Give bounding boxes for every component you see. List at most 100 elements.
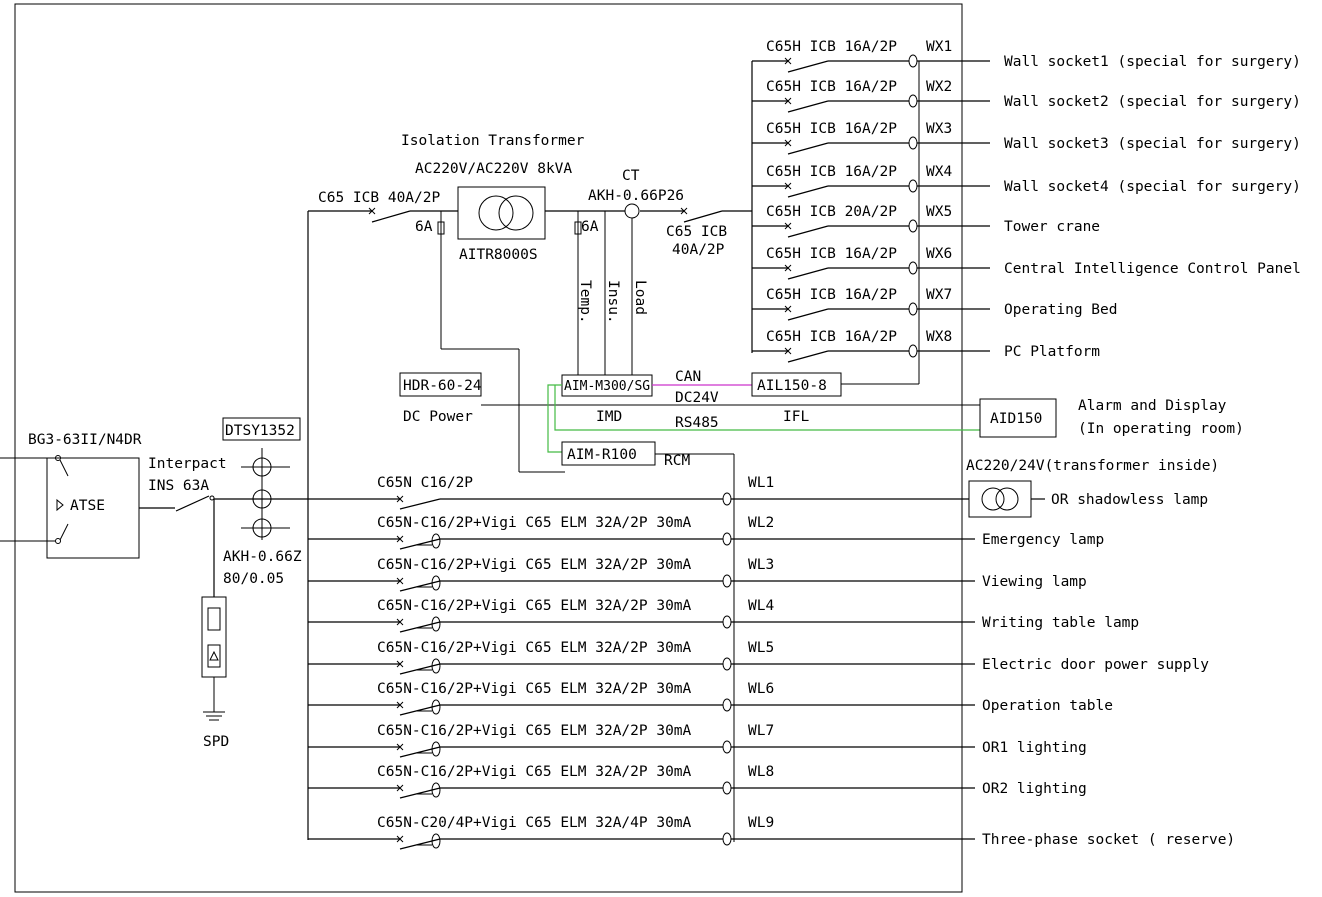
wl-id-label: WL9 [748,815,774,831]
wl-ct-icon [722,832,732,846]
rcd-icon [431,575,441,591]
wl-id-label: WL7 [748,723,774,739]
wl-breaker-label: C65N-C16/2P+Vigi C65 ELM 32A/2P 30mA [377,557,692,573]
wx-load-label: Wall socket3 (special for surgery) [1004,136,1301,152]
wx-ct-icon [908,94,918,108]
aim-m300-label: AIM-M300/SG [564,379,650,394]
rcm-label: RCM [664,453,690,469]
rcd-icon [431,533,441,549]
wl-load-label: Writing table lamp [982,615,1139,631]
wl-ct-icon [722,574,732,588]
rcd-icon [431,616,441,632]
akh-z-ratio-label: 80/0.05 [223,571,284,587]
alarm-label-1: Alarm and Display [1078,398,1227,414]
panel-frame [14,3,963,893]
spd-label: SPD [203,734,229,750]
wl-load-label: Emergency lamp [982,532,1104,548]
wl1-transformer: AC220/24V(transformer inside) [966,458,1219,518]
wl-id-label: WL1 [748,475,774,491]
wl-load-label: Electric door power supply [982,657,1209,673]
wl-ct-icon [722,698,732,712]
wx-ct-icon [908,179,918,193]
wx-breaker-label: C65H ICB 16A/2P [766,121,897,137]
main-breaker: C65 ICB 40A/2P [308,190,458,223]
main-breaker-label: C65 ICB 40A/2P [318,190,440,206]
aim-r100-label: AIM-R100 [567,447,637,463]
hdr-box [399,372,482,397]
wx-id-label: WX6 [926,246,952,262]
wx-ct-icon [908,344,918,358]
aid150-label: AID150 [990,411,1042,427]
alarm-label-2: (In operating room) [1078,421,1244,437]
wx-id-label: WX1 [926,39,952,55]
transformer-inside-label: AC220/24V(transformer inside) [966,458,1219,474]
wl-ct-icon [722,615,732,629]
main-switch: Interpact INS 63A [139,456,227,512]
can-label: CAN [675,369,701,385]
wl-id-label: WL5 [748,640,774,656]
wl-id-label: WL2 [748,515,774,531]
fuse-right-label: 6A [581,219,599,235]
wl-ct-icon [722,657,732,671]
rcd-icon [431,782,441,798]
atse-model-label: BG3-63II/N4DR [28,432,142,448]
isolation-transformer: Isolation Transformer AC220V/AC220V 8kVA… [401,133,585,263]
wx-load-label: Wall socket1 (special for surgery) [1004,54,1301,70]
wx-load-label: Central Intelligence Control Panel [1004,261,1301,277]
wx-breaker-label: C65H ICB 16A/2P [766,39,897,55]
iso-model-label: AITR8000S [459,247,538,263]
wx-id-label: WX5 [926,204,952,220]
wl-load-label: Operation table [982,698,1113,714]
out-breaker-label-2: 40A/2P [672,242,725,258]
wx-id-label: WX4 [926,164,952,180]
wl-load-label: Three-phase socket ( reserve) [982,832,1235,848]
wx-load-label: Tower crane [1004,219,1100,235]
rcd-icon [431,741,441,757]
rcd-icon [431,658,441,674]
wx-load-label: Operating Bed [1004,302,1118,318]
wl-breaker-label: C65N-C16/2P+Vigi C65 ELM 32A/2P 30mA [377,764,692,780]
wx-ct-icon [908,136,918,150]
wl-id-label: WL6 [748,681,774,697]
ail150-label: AIL150-8 [757,378,827,394]
hdr-power: HDR-60-24 DC Power [399,372,482,425]
wx-breaker-label: C65H ICB 16A/2P [766,287,897,303]
wx-breaker-label: C65H ICB 16A/2P [766,246,897,262]
wx-ct-icon [908,302,918,316]
fuse-right: 6A [574,211,599,375]
akh-z-label: AKH-0.66Z [223,549,302,565]
wx-id-label: WX2 [926,79,952,95]
wx-load-label: Wall socket2 (special for surgery) [1004,94,1301,110]
dtsy-label: DTSY1352 [225,423,295,439]
wl-ct-icon [722,532,732,546]
rcd-icon [431,833,441,849]
fuse-left: 6A [415,211,445,349]
spd-box [201,596,227,678]
aid150: AID150 Alarm and Display (In operating r… [979,398,1244,438]
ct-model-label: AKH-0.66P26 [588,188,684,204]
imd-label: IMD [596,409,622,425]
wx-load-label: PC Platform [1004,344,1100,360]
wl-breaker-label: C65N C16/2P [377,475,473,491]
dtsy-meter: DTSY1352 AKH-0.66Z 80/0.05 [222,417,302,587]
wx-breaker-label: C65H ICB 20A/2P [766,204,897,220]
wl-breaker-label: C65N-C16/2P+Vigi C65 ELM 32A/2P 30mA [377,515,692,531]
load-label: Load [632,280,648,315]
wl-branch-2: C65N-C16/2P+Vigi C65 ELM 32A/2P 30mA WL2E… [308,515,1104,550]
wl-load-label: Viewing lamp [982,574,1087,590]
atse-arrow-icon [56,498,64,512]
wx-id-label: WX8 [926,329,952,345]
wx-id-label: WX3 [926,121,952,137]
iso-transformer-box [457,186,546,240]
